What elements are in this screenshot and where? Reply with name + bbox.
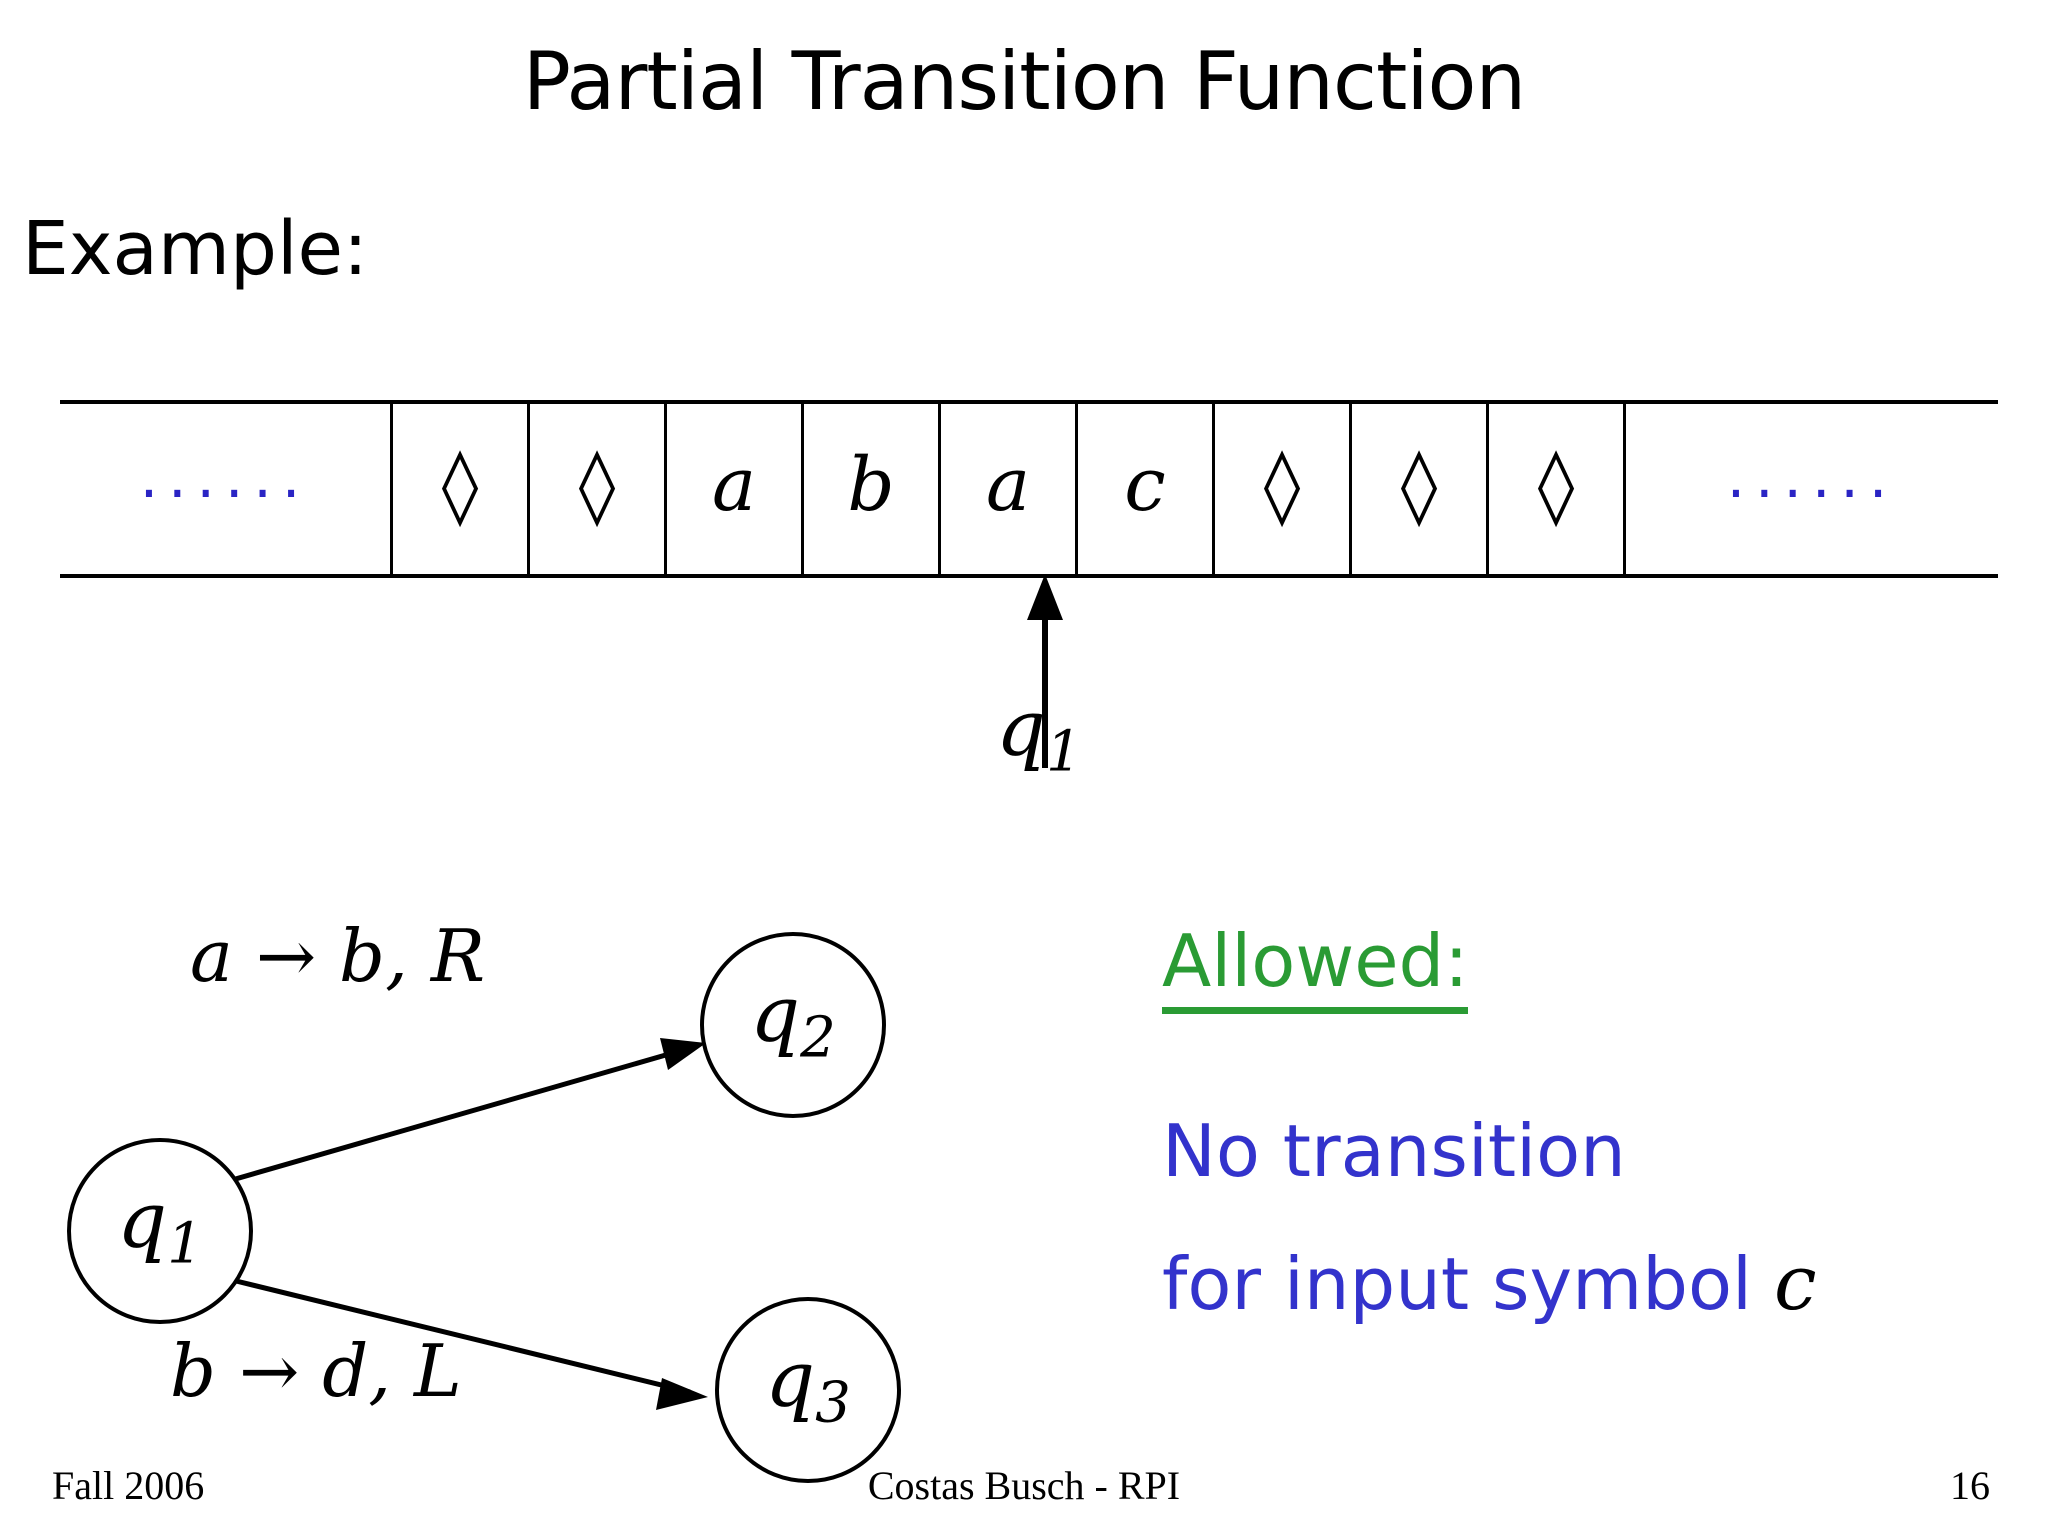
tape-cell-b: b xyxy=(801,404,938,574)
note-line-1: No transition xyxy=(1162,1109,1626,1193)
state-transition-diagram: q1 q2 q3 a → b, R b → d, L xyxy=(0,880,1020,1483)
tape-cell-blank-2: ◊ xyxy=(527,404,664,574)
tape-head-arrow-icon xyxy=(1027,574,1063,768)
head-state-letter: q xyxy=(996,684,1046,774)
state-node-q1-label: q1 xyxy=(117,1175,203,1277)
tape-bottom-rule xyxy=(60,574,1998,578)
blank-symbol-icon: ◊ xyxy=(1263,442,1301,528)
edge-label-q1-q2: a → b, R xyxy=(190,914,486,998)
state-node-q3[interactable]: q3 xyxy=(715,1297,901,1483)
footer-page-number: 16 xyxy=(1950,1463,1990,1508)
tape-head-state-label: q1 xyxy=(996,690,1082,781)
turing-machine-tape: ...... ◊ ◊ a b a c ◊ ◊ ◊ ..... xyxy=(60,400,1998,578)
blank-symbol-icon: ◊ xyxy=(1537,442,1575,528)
tape-cell-blank-4: ◊ xyxy=(1349,404,1486,574)
state-node-q1[interactable]: q1 xyxy=(67,1138,253,1324)
tape-cell-a-2-head: a xyxy=(938,404,1075,574)
right-ellipsis-dots: ...... xyxy=(1726,443,1898,511)
diagram-edges xyxy=(231,1038,708,1410)
slide-footer: Fall 2006 Costas Busch - RPI 16 xyxy=(0,1462,2048,1518)
tape-symbol: a xyxy=(985,442,1031,528)
state-node-q2[interactable]: q2 xyxy=(700,932,886,1118)
tape-cell-c: c xyxy=(1075,404,1212,574)
tape-cell-left-ellipsis: ...... xyxy=(60,404,390,574)
tape-top-rule xyxy=(60,400,1998,404)
tape-cell-blank-3: ◊ xyxy=(1212,404,1349,574)
footer-term: Fall 2006 xyxy=(52,1463,205,1508)
blank-symbol-icon: ◊ xyxy=(578,442,616,528)
head-state-subscript: 1 xyxy=(1045,719,1082,785)
footer-author: Costas Busch - RPI xyxy=(867,1463,1181,1508)
tape-cell-row: ...... ◊ ◊ a b a c ◊ ◊ ◊ ..... xyxy=(60,404,1998,574)
tape-symbol: a xyxy=(711,442,757,528)
tape-cell-blank-1: ◊ xyxy=(390,404,527,574)
left-ellipsis-dots: ...... xyxy=(139,443,311,511)
blank-symbol-icon: ◊ xyxy=(1400,442,1438,528)
state-node-q2-label: q2 xyxy=(750,969,836,1071)
state-node-q3-label: q3 xyxy=(765,1334,851,1436)
tape-symbol: b xyxy=(847,442,895,528)
blank-symbol-icon: ◊ xyxy=(441,442,479,528)
example-label: Example: xyxy=(22,206,368,292)
tape-symbol: c xyxy=(1124,442,1166,528)
tape-cell-blank-5: ◊ xyxy=(1486,404,1623,574)
allowed-heading: Allowed: xyxy=(1162,925,1469,1014)
edge-label-q1-q3: b → d, L xyxy=(170,1329,462,1413)
tape-cell-a-1: a xyxy=(664,404,801,574)
page-title: Partial Transition Function xyxy=(522,35,1526,128)
tape-cell-right-ellipsis: ...... xyxy=(1623,404,1998,574)
note-line-2-text: for input symbol xyxy=(1162,1242,1752,1326)
note-input-symbol: c xyxy=(1774,1238,1817,1327)
